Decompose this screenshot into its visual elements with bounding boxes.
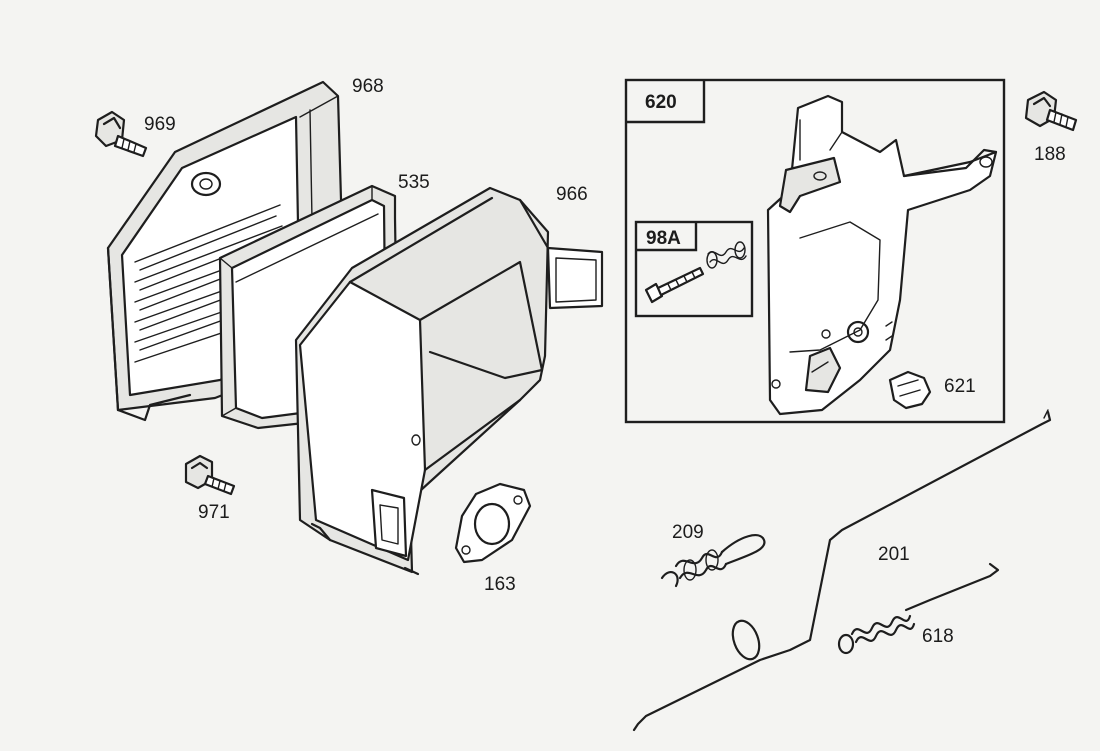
bolt-188 — [1024, 90, 1078, 132]
governor-link-rod-201 — [632, 409, 1052, 732]
extension-spring-618 — [837, 562, 1000, 655]
group-620-tag-box — [626, 80, 706, 124]
label-98a: 98A — [646, 228, 681, 249]
control-bracket-group-620 — [624, 78, 1006, 424]
group-98a-frame — [634, 220, 754, 318]
label-969: 969 — [144, 114, 176, 135]
label-620: 620 — [645, 92, 677, 113]
label-966: 966 — [556, 184, 588, 205]
label-201: 201 — [878, 544, 910, 565]
air-cleaner-cover-966 — [294, 186, 604, 576]
group-98a-tag-box — [636, 222, 698, 252]
label-968: 968 — [352, 76, 384, 97]
governor-spring-209 — [660, 534, 766, 588]
bolt-971 — [184, 454, 236, 496]
gasket-163 — [454, 482, 532, 564]
label-163: 163 — [484, 574, 516, 595]
clip-621 — [888, 370, 932, 410]
label-621: 621 — [944, 376, 976, 397]
label-971: 971 — [198, 502, 230, 523]
label-188: 188 — [1034, 144, 1066, 165]
group-620-frame — [624, 78, 1006, 424]
control-bracket — [766, 94, 998, 416]
adjust-screw-and-spring-98a — [644, 241, 747, 304]
label-618: 618 — [922, 626, 954, 647]
label-535: 535 — [398, 172, 430, 193]
screw-969 — [94, 110, 148, 158]
label-209: 209 — [672, 522, 704, 543]
